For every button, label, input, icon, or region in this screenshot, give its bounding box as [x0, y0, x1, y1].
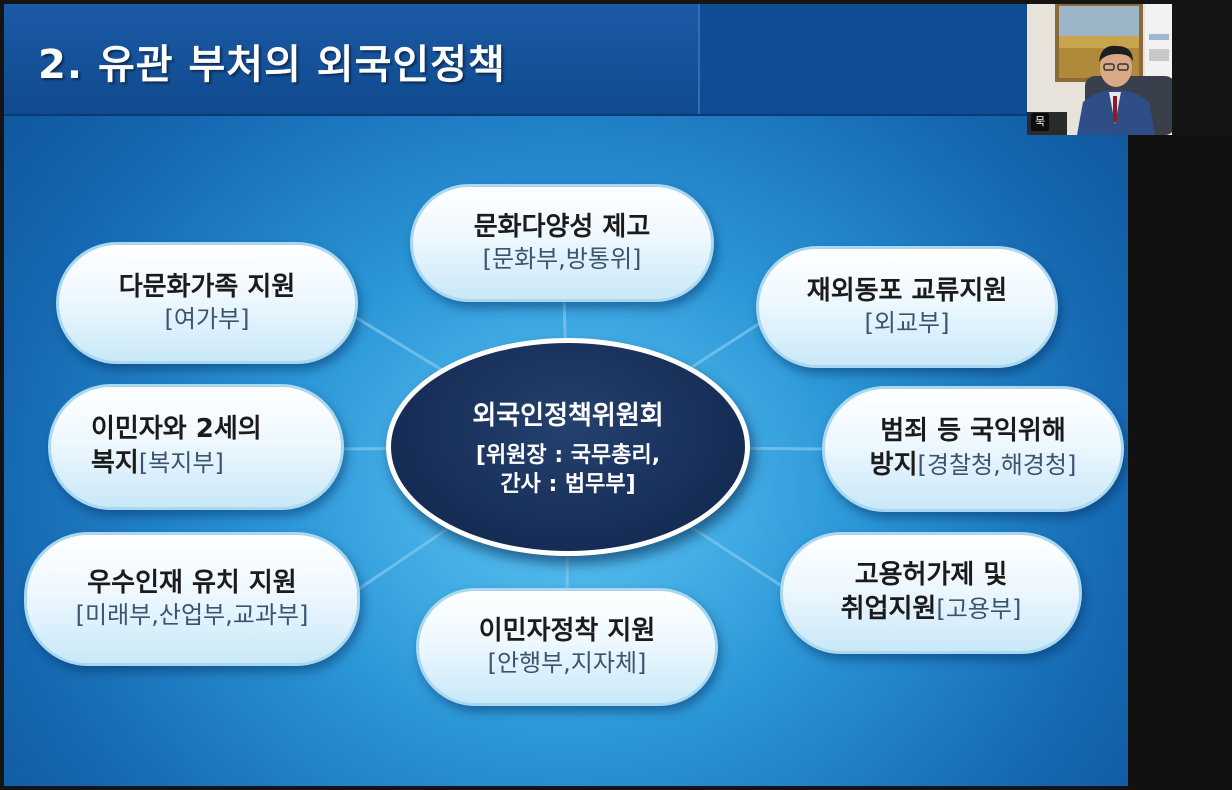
node-ministry: [외교부] — [864, 309, 950, 338]
center-title: 외국인정책위원회 — [472, 400, 664, 431]
node-title-line2: 복지[복지부] — [91, 447, 224, 481]
node-title: 문화다양성 제고 — [473, 211, 651, 242]
node-immigrant-welfare: 이민자와 2세의 복지[복지부] — [48, 384, 344, 510]
webcam-name-label: 묵 — [1031, 113, 1050, 131]
node-ministry: [여가부] — [164, 305, 250, 334]
node-title: 고용허가제 및 — [854, 560, 1008, 591]
node-title: 재외동포 교류지원 — [806, 275, 1008, 306]
node-ministry: [복지부] — [138, 449, 224, 477]
node-talent-attraction: 우수인재 유치 지원 [미래부,산업부,교과부] — [24, 532, 360, 666]
node-title: 다문화가족 지원 — [118, 271, 296, 302]
slide-title: 2. 유관 부처의 외국인정책 — [38, 42, 506, 88]
video-sidebar-background — [1128, 135, 1232, 790]
node-ministry: [문화부,방통위] — [482, 245, 642, 274]
node-multicultural-family: 다문화가족 지원 [여가부] — [56, 242, 358, 364]
node-title: 이민자와 2세의 — [91, 414, 262, 445]
presentation-slide: 2. 유관 부처의 외국인정책 문화다양성 제고 [문화부,방통위] 다문화가족… — [4, 4, 1128, 786]
slide-title-bar: 2. 유관 부처의 외국인정책 — [4, 4, 1128, 116]
webcam-video-tile[interactable] — [1027, 4, 1172, 135]
node-employment-permit: 고용허가제 및 취업지원[고용부] — [780, 532, 1082, 654]
webcam-feed — [1027, 4, 1172, 135]
node-crime-prevention: 범죄 등 국익위해 방지[경찰청,해경청] — [822, 386, 1124, 512]
node-immigrant-settlement: 이민자정착 지원 [안행부,지자체] — [416, 588, 718, 706]
center-chair: [위원장 : 국무총리, — [475, 442, 661, 468]
node-title-line2: 방지[경찰청,해경청] — [870, 449, 1077, 483]
node-culture-diversity: 문화다양성 제고 [문화부,방통위] — [410, 184, 714, 302]
node-title-line2: 취업지원[고용부] — [841, 593, 1022, 627]
node-title-main: 방지 — [869, 450, 918, 480]
node-title-main: 취업지원 — [840, 594, 937, 624]
center-secretary: 간사 : 법무부] — [500, 471, 636, 497]
node-title-main: 복지 — [91, 448, 139, 478]
node-ministry: [고용부] — [936, 595, 1022, 623]
node-title: 이민자정착 지원 — [478, 615, 656, 646]
node-ministry: [안행부,지자체] — [487, 649, 647, 678]
node-title: 우수인재 유치 지원 — [87, 567, 297, 598]
node-title: 범죄 등 국익위해 — [880, 416, 1066, 447]
node-overseas-koreans: 재외동포 교류지원 [외교부] — [756, 246, 1058, 368]
center-node-committee: 외국인정책위원회 [위원장 : 국무총리, 간사 : 법무부] — [386, 338, 750, 556]
node-ministry: [경찰청,해경청] — [917, 451, 1077, 479]
node-ministry: [미래부,산업부,교과부] — [75, 601, 309, 630]
title-bar-panel — [698, 4, 1030, 114]
